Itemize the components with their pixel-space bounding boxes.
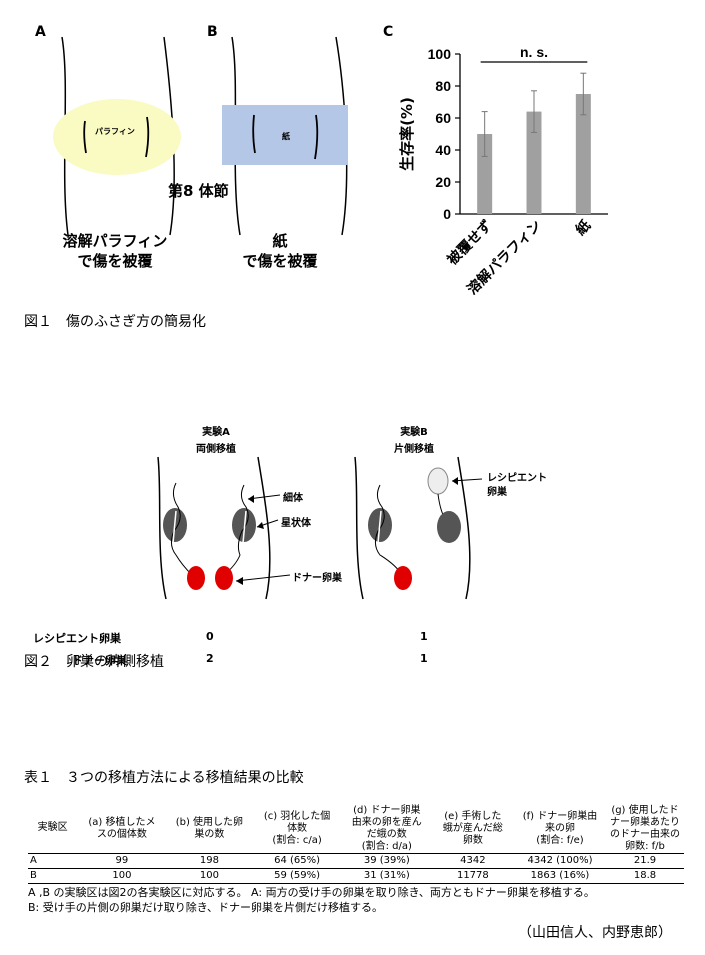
results-table: 実験区 (a) 移植したメスの個体数 (b) 使用した卵巣の数 (c) 羽化した… xyxy=(28,805,684,884)
label-recipient-2: 卵巣 xyxy=(487,487,507,498)
table-cell: B xyxy=(28,868,78,884)
table-cell: 21.9 xyxy=(605,853,684,869)
x-tick-label: 紙 xyxy=(572,217,594,239)
exp-b-title: 実験B 片側移植 xyxy=(384,424,444,458)
exp-b-title2: 片側移植 xyxy=(394,444,434,455)
y-tick-label: 40 xyxy=(435,142,451,158)
y-tick-label: 80 xyxy=(435,78,451,94)
th-e: (e) 手術した蛾が産んだ総卵数 xyxy=(431,805,515,854)
y-tick-label: 60 xyxy=(435,110,451,126)
table-cell: 18.8 xyxy=(605,868,684,884)
table-cell: 59 (59%) xyxy=(252,868,342,884)
fig2-transplant-diagram xyxy=(157,456,483,600)
stellate-body-b-right xyxy=(437,511,461,543)
y-tick-label: 100 xyxy=(428,46,452,62)
table-cell: 39 (39%) xyxy=(341,853,432,869)
th-g: (g) 使用したドナー卵巣あたりのドナー由来の卵数: f/b xyxy=(605,805,684,854)
table-note-2: B: 受け手の片側の卵巣だけ取り除き、ドナー卵巣を片側だけ移植する。 xyxy=(28,901,383,914)
bar xyxy=(575,94,591,214)
caption-b-line1: 紙 xyxy=(272,232,288,250)
caption-a: 溶解パラフィン で傷を被覆 xyxy=(40,231,190,271)
bar xyxy=(477,134,493,214)
table-cell: 11778 xyxy=(431,868,515,884)
row2-b: 1 xyxy=(420,652,428,665)
recipient-ovary-b xyxy=(427,467,449,495)
th-c: (c) 羽化した個体数 (割合: c/a) xyxy=(252,805,342,854)
label-donor-ovary: ドナー卵巣 xyxy=(292,573,342,584)
row2-label: ドナー卵巣 xyxy=(72,654,127,667)
th-f: (f) ドナー卵巣由来の卵 (割合: f/e) xyxy=(514,805,606,854)
fig1-body-diagram xyxy=(53,36,348,236)
y-axis-label: 生存率(%) xyxy=(398,97,416,171)
label-recipient-1: レシピエント xyxy=(487,473,547,484)
th-b: (b) 使用した卵巣の数 xyxy=(166,805,253,854)
table-row: B 100 100 59 (59%) 31 (31%) 11778 1863 (… xyxy=(28,868,684,884)
paraffin-patch xyxy=(53,99,181,175)
table-cell: 1863 (16%) xyxy=(514,868,606,884)
table-row: A 99 198 64 (65%) 39 (39%) 4342 4342 (10… xyxy=(28,853,684,869)
row1-b: 1 xyxy=(420,630,428,643)
fig1-panel-a-letter: A xyxy=(35,24,46,40)
table-note-1: A ,B の実験区は図2の各実験区に対応する。 A: 両方の受け手の卵巣を取り除… xyxy=(28,886,595,899)
table-cell: A xyxy=(28,853,78,869)
authors: （山田信人、内野恵郎） xyxy=(518,925,672,941)
table-cell: 4342 xyxy=(431,853,515,869)
exp-b-title1: 実験B xyxy=(400,427,428,438)
results-table-wrap: 実験区 (a) 移植したメスの個体数 (b) 使用した卵巣の数 (c) 羽化した… xyxy=(28,805,684,915)
table-cell: 99 xyxy=(77,853,167,869)
paraffin-label: パラフィン xyxy=(95,127,135,136)
caption-b: 紙 で傷を被覆 xyxy=(205,231,355,271)
row1-label: レシピエント卵巣 xyxy=(33,632,121,645)
th-d: (d) ドナー卵巣由来の卵を産んだ蛾の数 (割合: d/a) xyxy=(341,805,432,854)
row2-a: 2 xyxy=(206,652,214,665)
caption-a-line1: 溶解パラフィン xyxy=(62,232,168,250)
fig1-caption: 図１ 傷のふさぎ方の簡易化 xyxy=(24,314,206,330)
donor-ovary-a-right xyxy=(215,566,233,590)
table-cell: 100 xyxy=(77,868,167,884)
exp-a-title: 実験A 両側移植 xyxy=(186,424,246,458)
fig1-panel-b-letter: B xyxy=(207,24,218,40)
fig1-panel-c-letter: C xyxy=(383,24,394,40)
label-seijotai: 星状体 xyxy=(281,518,311,529)
exp-a-title1: 実験A xyxy=(202,427,230,438)
bar xyxy=(526,111,542,214)
table-cell: 4342 (100%) xyxy=(514,853,606,869)
th-a: (a) 移植したメスの個体数 xyxy=(77,805,167,854)
donor-ovary-a-left xyxy=(187,566,205,590)
row1-a: 0 xyxy=(206,630,214,643)
caption-a-line2: で傷を被覆 xyxy=(77,252,153,270)
table1-caption: 表１ ３つの移植方法による移植結果の比較 xyxy=(24,770,304,786)
table-cell: 100 xyxy=(166,868,253,884)
exp-a-title2: 両側移植 xyxy=(196,444,236,455)
segment-label: 第8 体節 xyxy=(168,182,229,200)
caption-b-line2: で傷を被覆 xyxy=(242,252,318,270)
x-tick-label: 被覆せず xyxy=(444,217,496,269)
paper-label: 紙 xyxy=(282,132,290,141)
table-cell: 31 (31%) xyxy=(341,868,432,884)
table-cell: 64 (65%) xyxy=(252,853,342,869)
significance-label: n. s. xyxy=(520,44,548,60)
th-group: 実験区 xyxy=(28,805,78,854)
donor-ovary-b xyxy=(394,566,412,590)
table-cell: 198 xyxy=(166,853,253,869)
label-saitai: 細体 xyxy=(283,493,303,504)
label-recipient-ovary: レシピエント 卵巣 xyxy=(487,472,547,500)
y-tick-label: 0 xyxy=(443,206,451,222)
fig2-caption: 図２ 卵巣の片側移植 xyxy=(24,654,164,670)
paper-patch xyxy=(222,105,348,165)
y-tick-label: 20 xyxy=(435,174,451,190)
survival-bar-chart: 020406080100被覆せず溶解パラフィン紙生存率(%)n. s. xyxy=(398,44,608,298)
